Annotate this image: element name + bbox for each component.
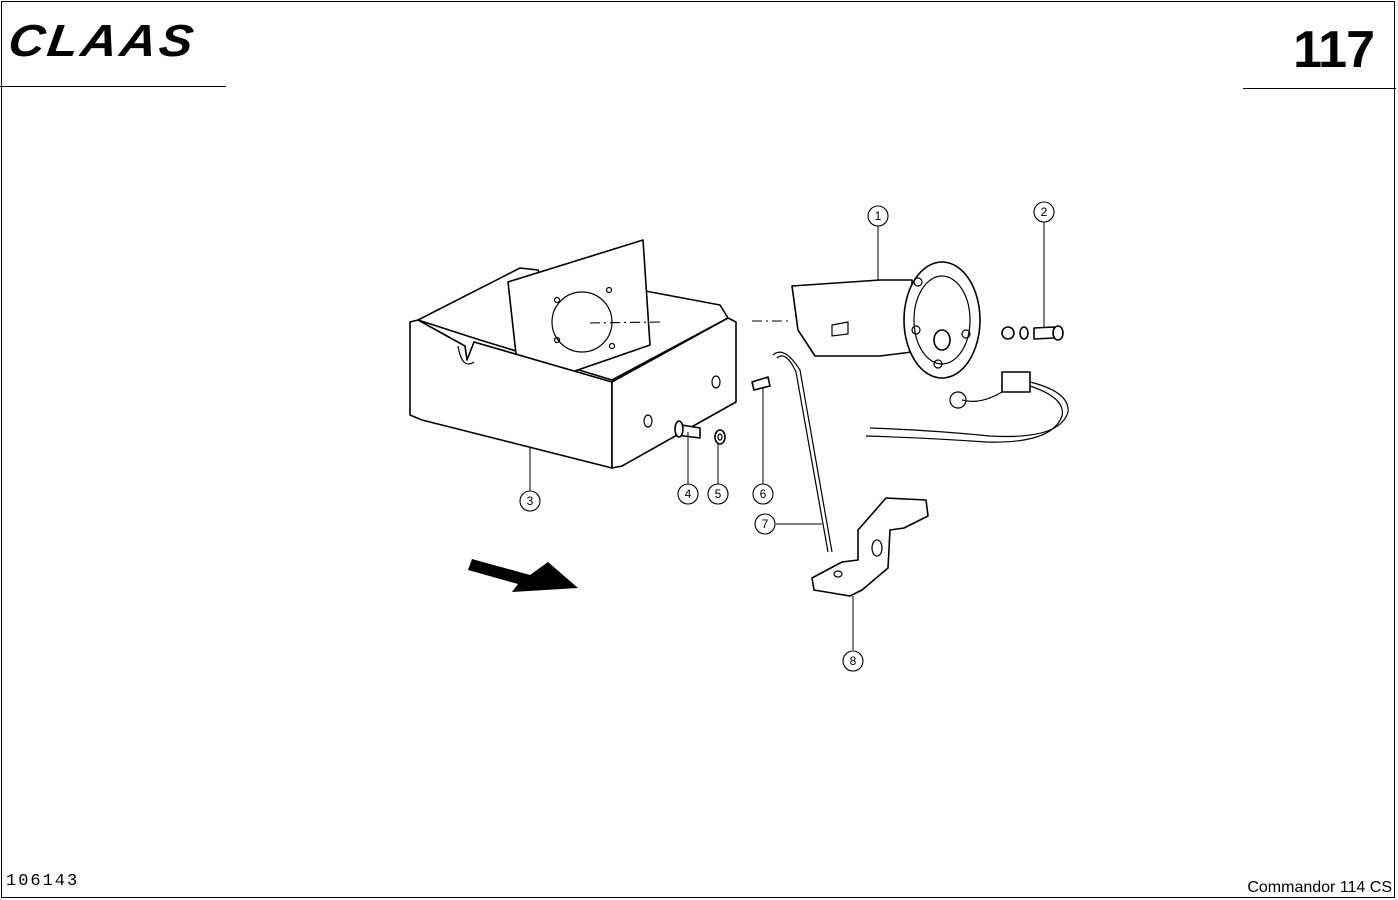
bracket — [811, 497, 929, 597]
direction-arrow — [468, 559, 578, 592]
svg-text:4: 4 — [685, 487, 692, 501]
callout-7: 7 — [754, 513, 776, 535]
svg-text:5: 5 — [715, 487, 722, 501]
svg-text:2: 2 — [1041, 205, 1048, 219]
callout-1: 1 — [867, 205, 889, 227]
svg-text:7: 7 — [762, 517, 769, 531]
svg-text:1: 1 — [875, 209, 882, 223]
leader-lines — [529, 222, 1045, 650]
drawing-number: 106143 — [6, 872, 80, 891]
callout-4: 4 — [677, 483, 699, 505]
svg-text:3: 3 — [527, 494, 534, 508]
header-rule-right — [1243, 88, 1396, 89]
nut-washer-screw — [1001, 325, 1064, 341]
header-rule-left — [0, 86, 226, 87]
page-number: 117 — [1293, 21, 1375, 79]
motor — [752, 261, 981, 379]
bolt-and-washer — [674, 420, 726, 445]
callout-8: 8 — [842, 650, 864, 672]
cable-harness — [865, 371, 1069, 443]
svg-text:6: 6 — [760, 487, 767, 501]
callout-5: 5 — [707, 483, 729, 505]
callout-3: 3 — [519, 490, 541, 512]
rod — [772, 351, 833, 553]
small-screw — [751, 376, 771, 391]
callout-2: 2 — [1033, 201, 1055, 223]
model-name: Commandor 114 CS — [1247, 879, 1392, 896]
callout-6: 6 — [752, 483, 774, 505]
svg-text:8: 8 — [850, 654, 857, 668]
housing-box — [409, 239, 737, 469]
